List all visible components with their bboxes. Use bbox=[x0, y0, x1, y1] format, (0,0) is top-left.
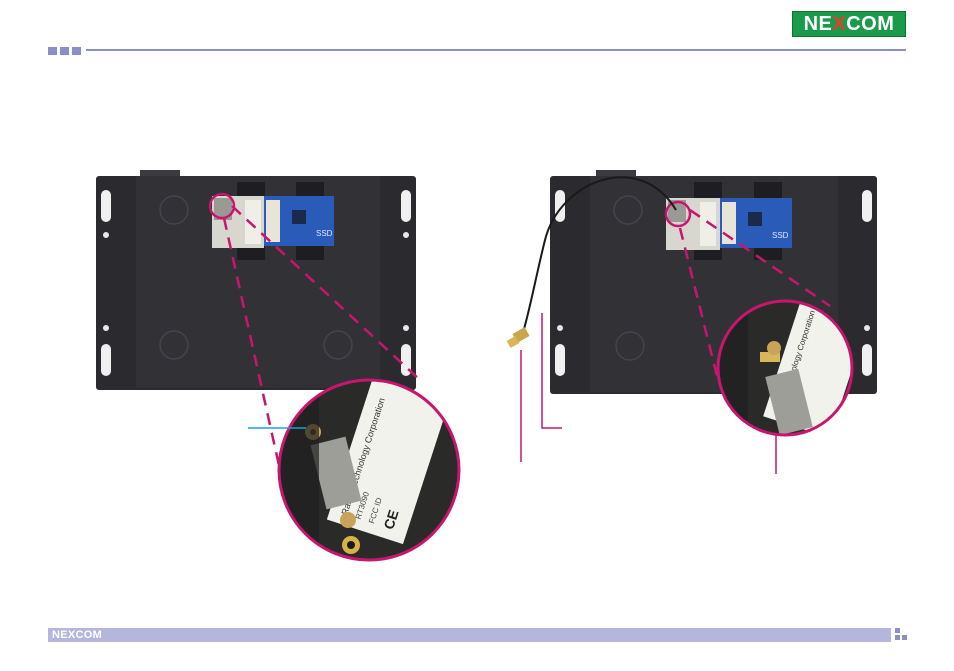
header-square-2 bbox=[60, 47, 69, 55]
footer-logo: NEXCOM bbox=[52, 629, 103, 641]
header-square-3 bbox=[72, 47, 81, 55]
header-square-1 bbox=[48, 47, 57, 55]
leader-lines bbox=[520, 313, 777, 474]
antenna-cable bbox=[506, 176, 677, 348]
left-ssd-label: SSD bbox=[316, 229, 333, 238]
footer-square-3 bbox=[902, 635, 907, 640]
left-chassis: SSD bbox=[96, 170, 416, 390]
nexcom-logo: NEXCOM bbox=[792, 11, 906, 37]
left-module-ce: CE bbox=[380, 508, 401, 531]
footer-square-1 bbox=[895, 628, 900, 633]
footer-square-2 bbox=[895, 635, 900, 640]
right-ssd-label: SSD bbox=[772, 231, 789, 240]
footer-bar: NEXCOM bbox=[48, 628, 891, 642]
left-detail-zoom: Ralink Technology Corporation RT3090 FCC… bbox=[277, 378, 461, 562]
right-callout-lines bbox=[678, 208, 831, 381]
left-callout-lines bbox=[222, 205, 421, 471]
header-rule bbox=[86, 49, 906, 51]
